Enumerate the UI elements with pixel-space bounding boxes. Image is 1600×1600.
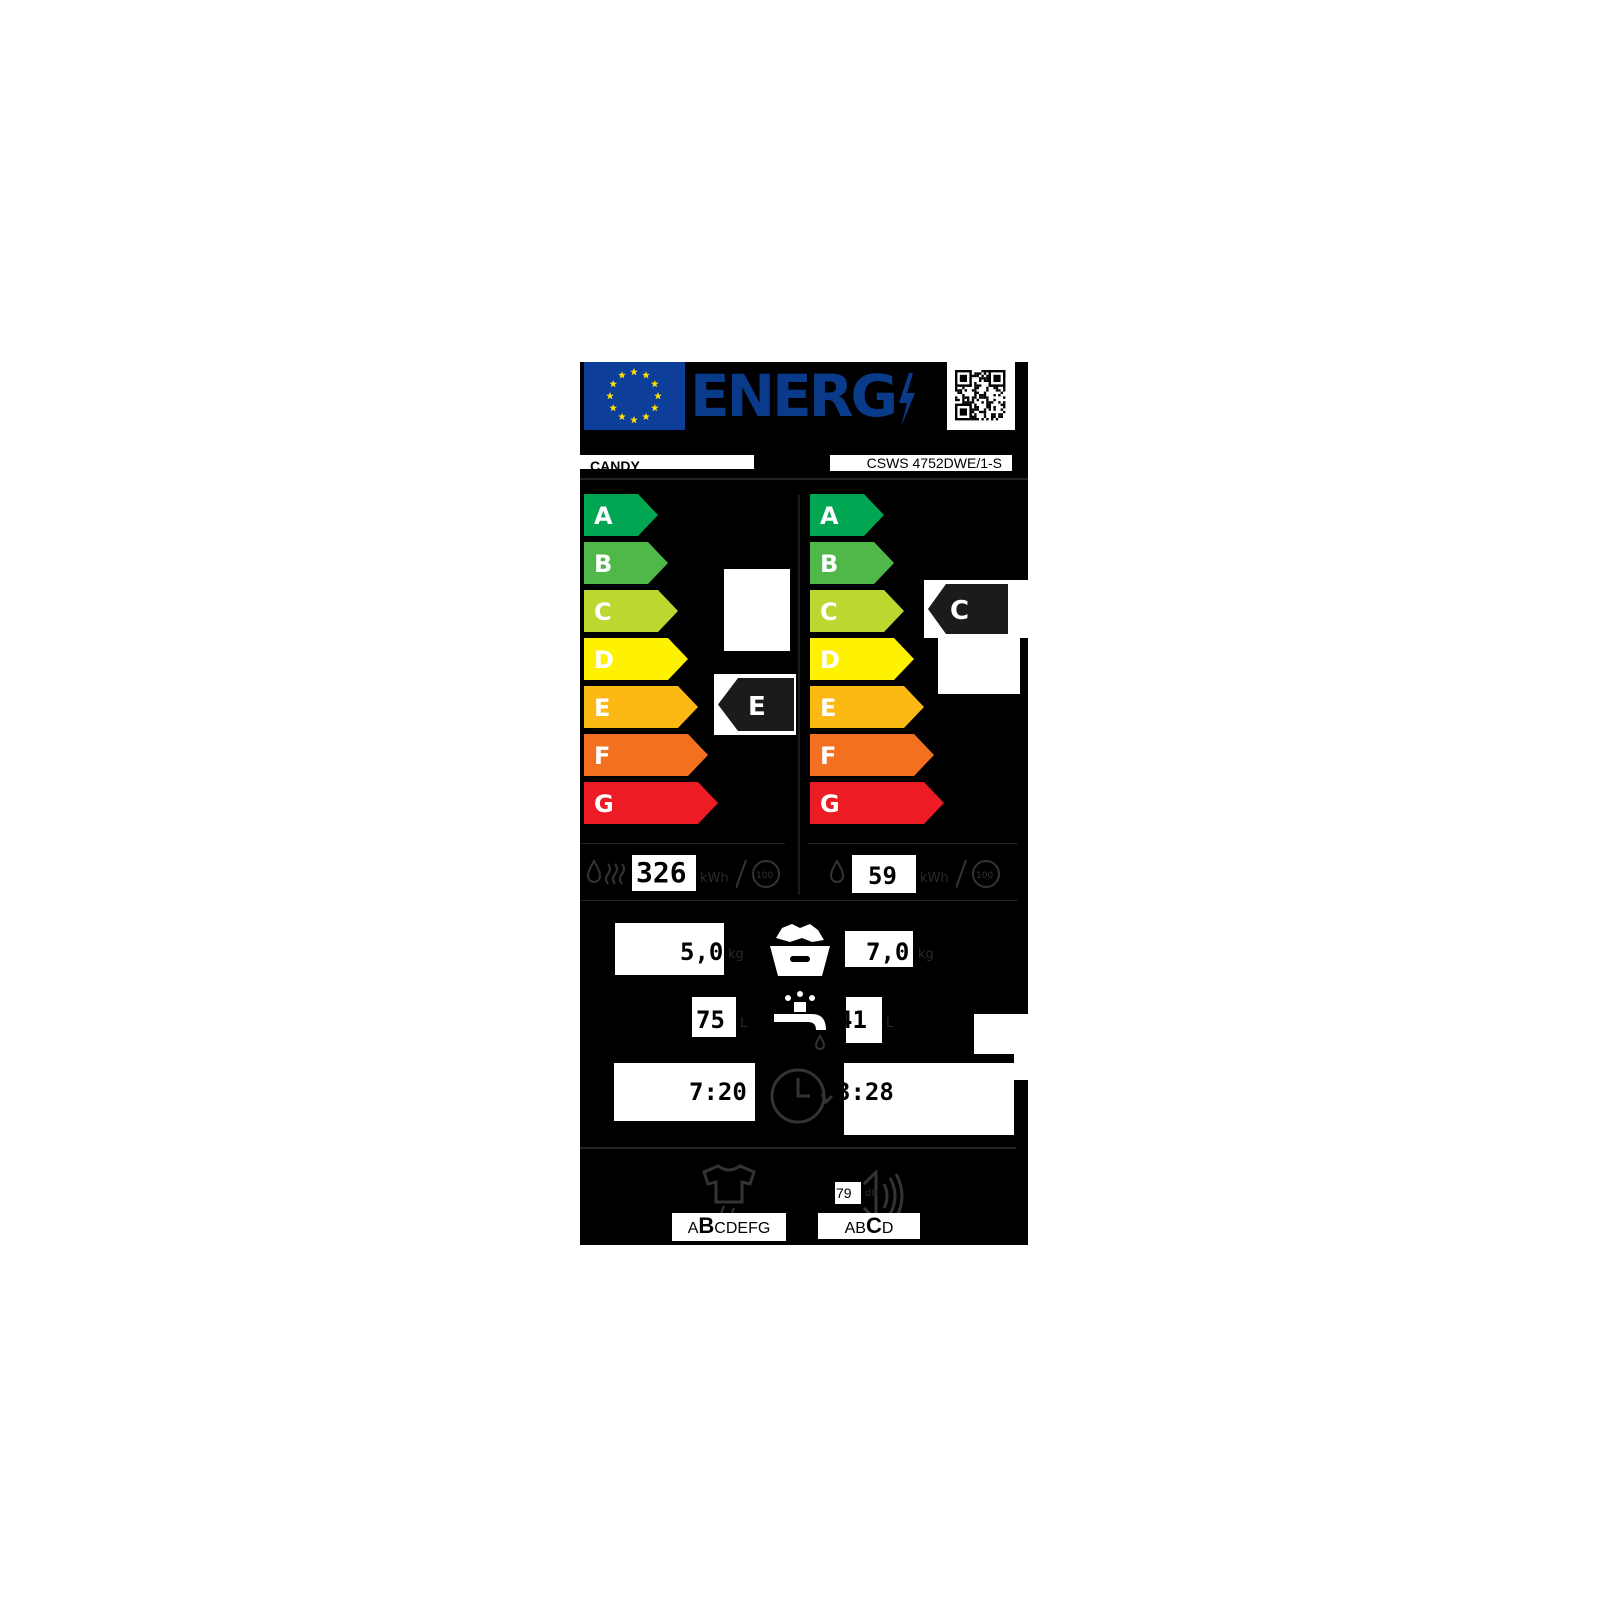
noise-value: 79 [836,1185,852,1201]
scale-arrow-a [810,494,884,536]
water-unit: L [886,1016,894,1031]
water-drop-icon [829,858,845,883]
scale-arrow-b [810,542,894,584]
energy-unit: kWh [920,871,949,886]
scale-arrow-c [584,590,678,632]
scale-arrow-e [584,686,698,728]
scale-letter-a: A [594,502,613,530]
eu-star [609,380,617,388]
marker-backdrop [724,569,790,651]
lightning-icon [899,372,916,427]
scale-letter-c: C [820,598,838,626]
divider [580,900,1018,901]
capacity-unit: kg [918,947,934,962]
capacity-unit: kg [728,947,744,962]
divider [580,478,1028,480]
divider [808,843,1018,844]
scale-letter-g: G [594,790,614,818]
divider [580,1147,1016,1149]
supplier-name: CANDY [580,455,754,474]
marker-backdrop [938,638,1020,694]
scale-arrow-c [810,590,904,632]
scale-arrow-d [810,638,914,680]
value-box [834,1181,862,1205]
wash-dry-energy-value: 326 [636,856,687,889]
clock-icon [770,1068,834,1124]
eu-star [618,412,626,420]
eu-star [642,412,650,420]
scale-letter-f: F [594,742,610,770]
energy-unit: kWh [700,871,729,886]
svg-text:100: 100 [756,871,773,881]
per-100-cycles-icon: 100 [956,859,1000,889]
water-tap-icon [774,991,826,1050]
wash-duration-value: 3:28 [836,1078,894,1106]
wash-dry-capacity-value: 5,0 [680,938,724,966]
eu-star [642,371,650,379]
scale-letter-g: G [820,790,840,818]
scale-arrow-f [584,734,708,776]
wash-dry-water-value: 75 [696,1006,725,1034]
scale-letter-f: F [820,742,836,770]
eu-star [618,371,626,379]
wash-energy-scale: ABCDEFG [810,494,944,824]
energy-title: ENERG [690,362,917,430]
scale-arrow-f [810,734,934,776]
white-patch [974,1014,1028,1054]
value-box [845,931,913,967]
value-box [846,997,882,1043]
value-box [615,923,724,975]
value-box [614,1063,755,1121]
scale-letter-a: A [820,502,839,530]
scale-arrow-g [584,782,718,824]
white-patch [1014,1054,1028,1080]
scale-arrow-e [810,686,924,728]
eu-star [651,380,659,388]
wash-dry-cycle-icon [586,858,625,885]
wash-energy-value: 59 [868,862,897,890]
scale-letter-e: E [594,694,610,722]
wash-class-marker: C [928,584,1008,634]
scale-arrow-a [584,494,658,536]
eu-star [609,404,617,412]
scale-letter-d: D [820,646,840,674]
eu-star [606,392,614,400]
svg-text:E: E [748,692,766,722]
water-unit: L [740,1016,748,1031]
laundry-basket-icon [770,924,830,976]
eu-star [651,404,659,412]
value-box [844,1063,1014,1135]
scale-letter-b: B [594,550,612,578]
eu-star [630,416,638,424]
model-identifier: CSWS 4752DWE/1-S [830,455,1012,471]
wash-dry-energy-scale: ABCDEFG [584,494,718,824]
value-box [692,997,736,1037]
wash-water-value: 41 [838,1006,867,1034]
scale-letter-c: C [594,598,612,626]
eu-star [630,368,638,376]
eu-flag-icon [584,362,685,430]
value-box [632,855,696,891]
noise-unit: dB [865,1188,879,1199]
per-100-cycles-icon: 100 [736,859,780,889]
wash-dry-class-marker: E [718,678,794,731]
svg-text:C: C [950,596,969,626]
divider [580,843,785,844]
scale-arrow-b [584,542,668,584]
scale-letter-d: D [594,646,614,674]
scale-arrow-d [584,638,688,680]
spin-class-scale: ABCDEFG [672,1213,786,1241]
noise-class-scale: ABCD [818,1213,920,1239]
scale-arrow-g [810,782,944,824]
value-box [852,855,916,893]
column-divider [798,495,800,895]
scale-letter-e: E [820,694,836,722]
svg-text:100: 100 [976,871,993,881]
qr-code[interactable] [947,362,1015,430]
wash-dry-duration-value: 7:20 [689,1078,747,1106]
eu-star [654,392,662,400]
wash-capacity-value: 7,0 [866,938,910,966]
scale-letter-b: B [820,550,838,578]
